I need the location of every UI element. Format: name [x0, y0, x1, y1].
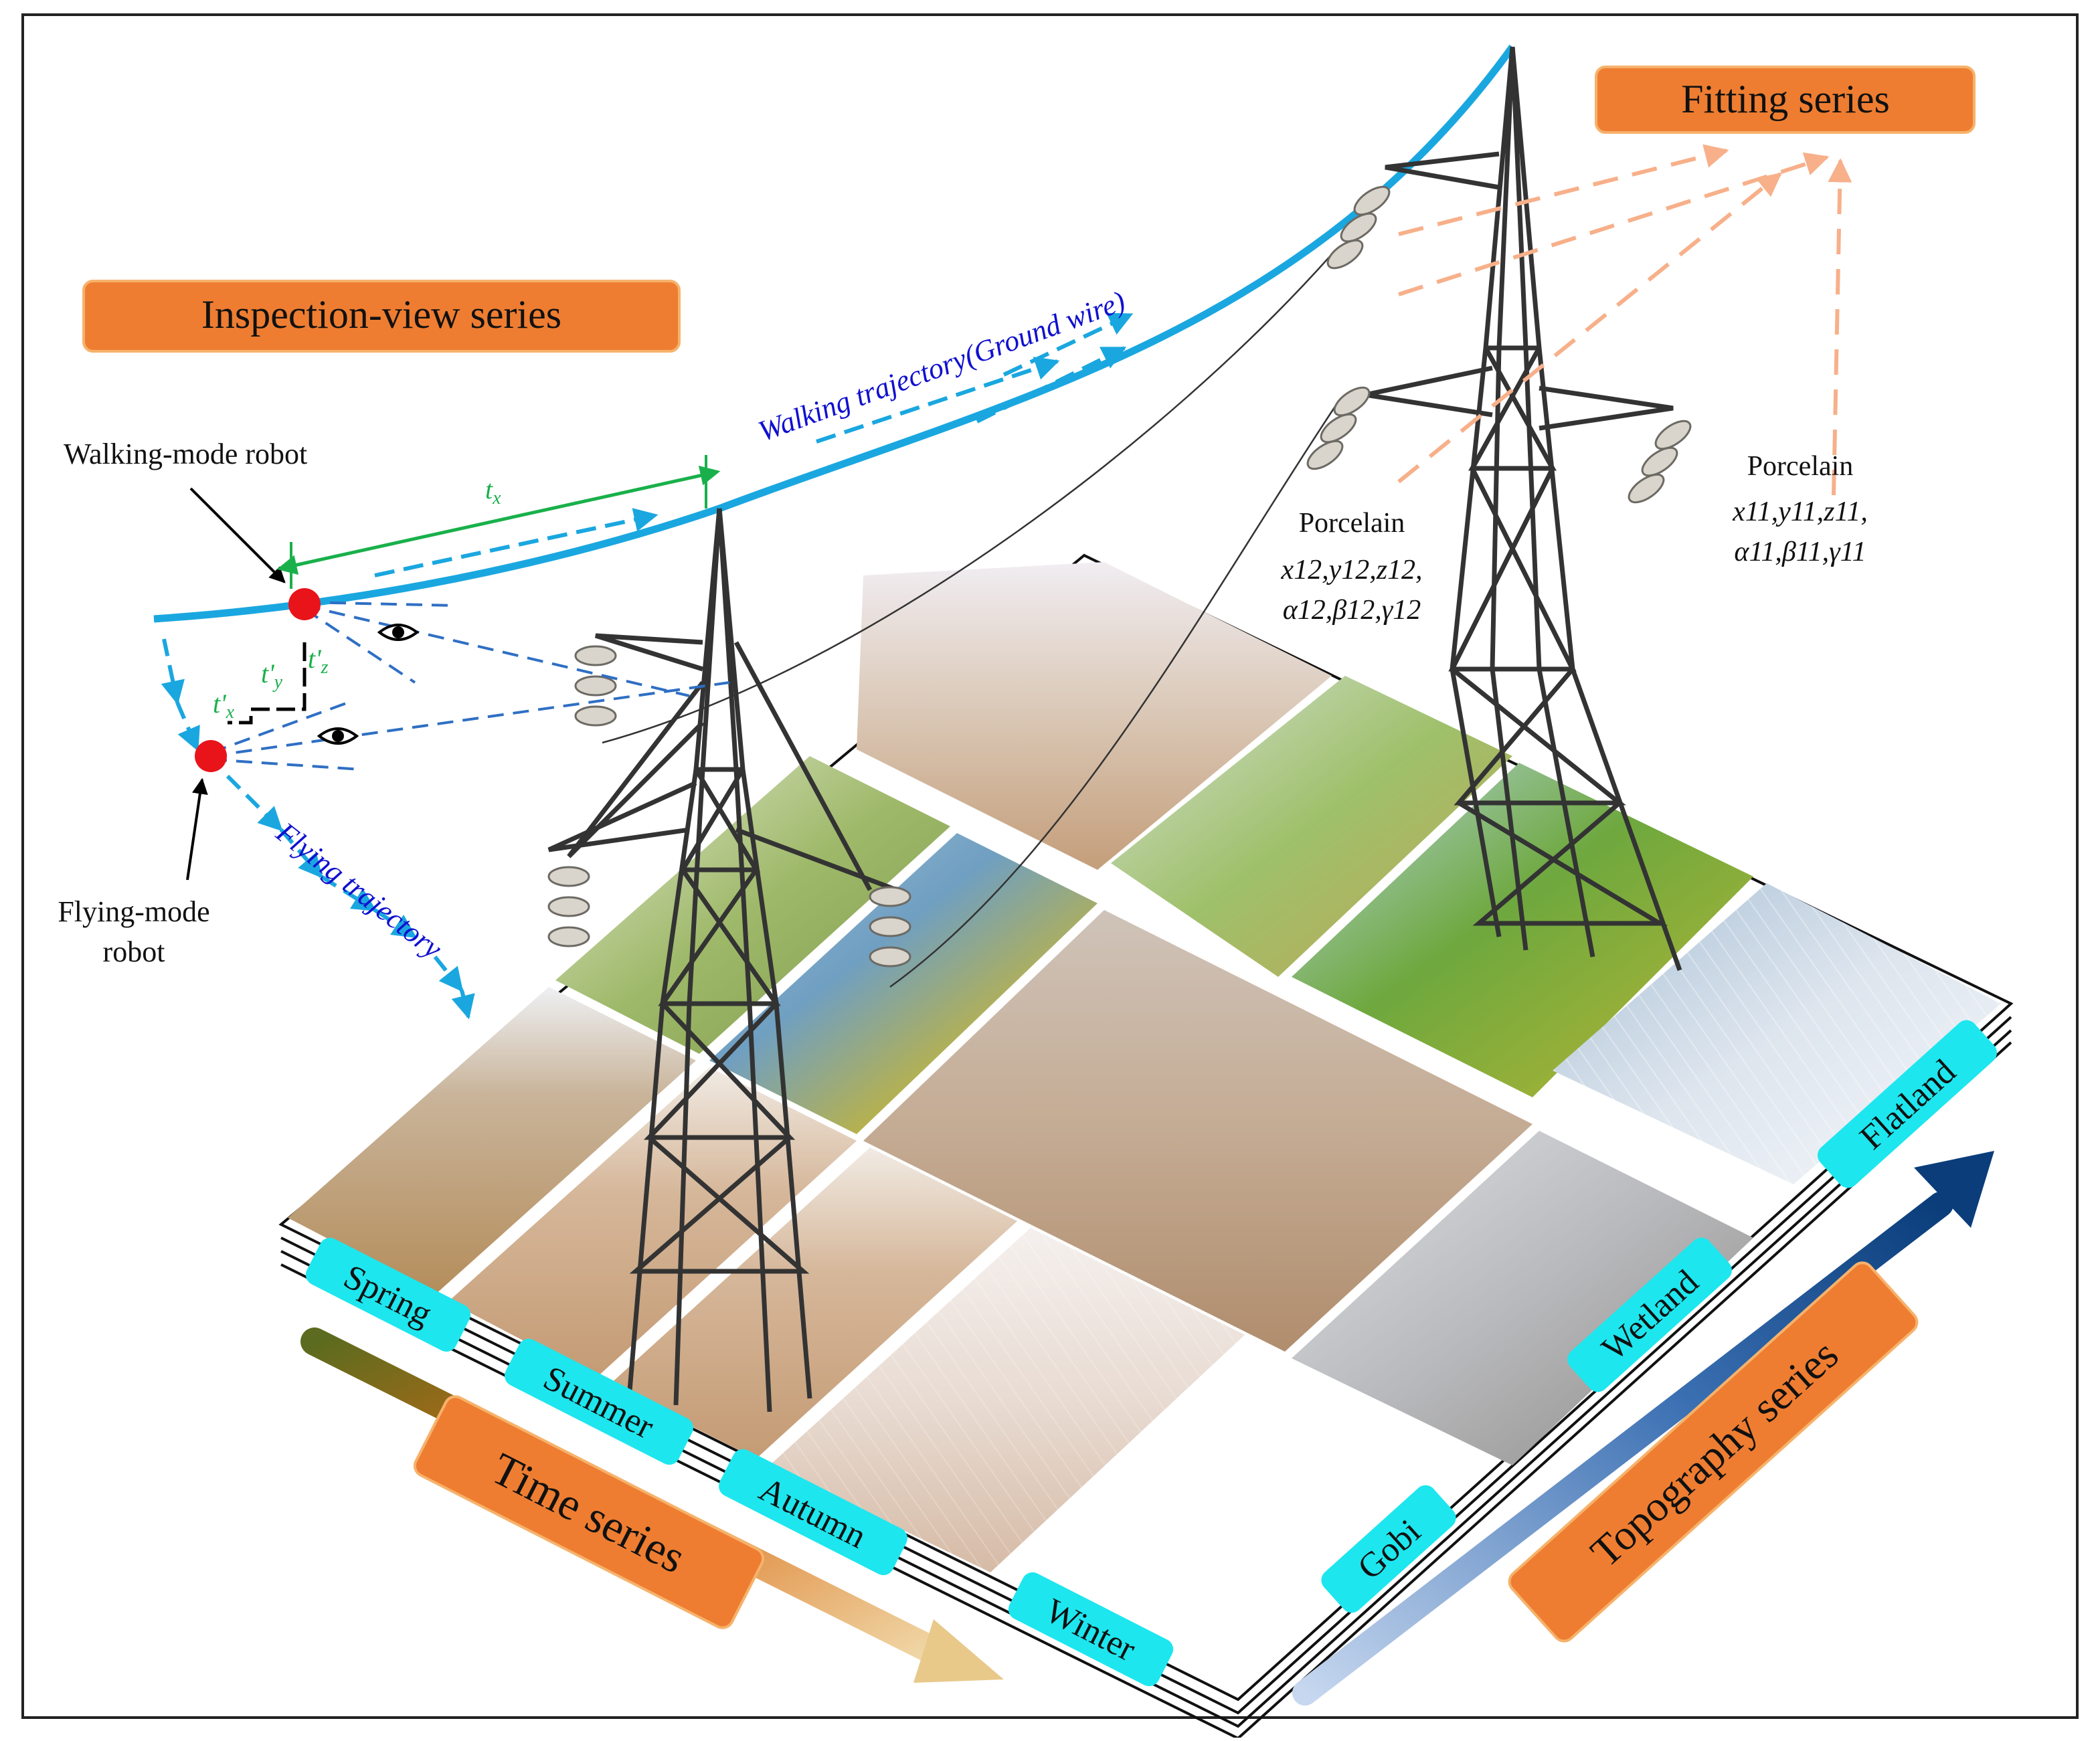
conductor-line-upper	[602, 254, 1332, 744]
porcelain-12-title: Porcelain	[1299, 508, 1405, 539]
tile-gobi-spring	[288, 987, 696, 1295]
fit-arrow-1	[1398, 144, 1729, 236]
porcelain-12-annotation: Porcelain x12,y12,z12, α12,β12,γ12	[1280, 508, 1422, 626]
porcelain-11-line1: x11,y11,z11,	[1732, 496, 1868, 527]
tile-wetland-autumn	[863, 910, 1533, 1352]
t-prime-x-label: t'x	[213, 689, 235, 723]
tx-label: tx	[485, 474, 501, 509]
t-prime-bracket	[228, 642, 307, 725]
flying-robot-dot	[195, 740, 227, 772]
insulator-top	[1326, 185, 1391, 270]
tile-wetland-winter	[1292, 1131, 1753, 1465]
insulator-left-lower	[547, 866, 590, 947]
insulator-left-upper	[574, 645, 617, 727]
porcelain-11-line2: α11,β11,γ11	[1734, 537, 1866, 567]
tile-wetland-summer	[709, 833, 1098, 1134]
inspection-view-series-label: Inspection-view series	[201, 292, 561, 337]
tile-wetland-spring	[555, 756, 950, 1054]
insulator-porcelain-12	[1306, 386, 1371, 470]
landscape-grid	[288, 562, 2001, 1572]
tile-gobi-autumn	[609, 1148, 1017, 1459]
fitting-series-box: Fitting series	[1595, 66, 1976, 134]
walking-robot-pointer	[189, 487, 286, 583]
fit-arrow-3	[1397, 172, 1782, 484]
tile-flatland-spring	[857, 562, 1332, 870]
eye-icon	[377, 624, 420, 641]
walking-mode-robot-label: Walking-mode robot	[64, 438, 307, 470]
transmission-tower-left	[547, 508, 898, 1412]
porcelain-11-title: Porcelain	[1747, 451, 1854, 482]
flying-trajectory-arrows	[161, 638, 475, 1020]
porcelain-12-line2: α12,β12,γ12	[1283, 595, 1421, 626]
inspection-view-series-box: Inspection-view series	[82, 280, 681, 353]
t-prime-y-label: t'y	[261, 658, 283, 693]
flying-mode-robot-label-2: robot	[103, 935, 165, 968]
walking-robot-dot	[288, 588, 321, 620]
view-rays	[210, 601, 730, 771]
insulator-porcelain-11	[1628, 420, 1692, 504]
ground-wire	[153, 44, 1516, 623]
porcelain-11-annotation: Porcelain x11,y11,z11, α11,β11,γ11	[1732, 451, 1868, 567]
insulator-left-right-arm	[869, 886, 911, 968]
tile-flatland-summer	[1111, 676, 1512, 977]
eye-icon	[317, 727, 359, 745]
tx-dimension	[276, 466, 721, 575]
fit-arrow-2	[1398, 152, 1830, 296]
transmission-tower-right	[1365, 46, 1682, 972]
t-prime-z-label: t'z	[308, 644, 329, 678]
fit-arrow-4	[1828, 158, 1852, 496]
flying-robot-pointer	[186, 777, 208, 881]
fitting-arrows	[1397, 144, 1852, 496]
insulator-strings	[547, 185, 1692, 968]
conductor-line-lower	[889, 401, 1340, 988]
fitting-series-label: Fitting series	[1681, 77, 1890, 121]
porcelain-12-line1: x12,y12,z12,	[1280, 555, 1422, 585]
flying-mode-robot-label-1: Flying-mode	[58, 895, 209, 928]
